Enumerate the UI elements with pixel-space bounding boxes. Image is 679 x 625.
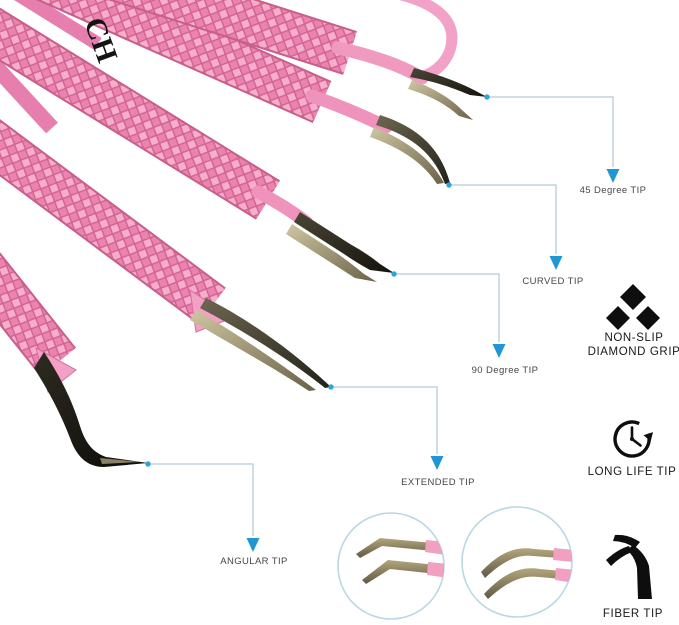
arrow-down-icon bbox=[549, 256, 563, 270]
clock-icon bbox=[613, 420, 653, 458]
callout-label-45-degree: 45 Degree TIP bbox=[579, 185, 647, 196]
feature-label-fiber-tip: FIBER TIP bbox=[602, 608, 664, 620]
tip-dot-extended bbox=[328, 384, 334, 390]
callout-line-angular bbox=[148, 463, 254, 536]
callout-arrows bbox=[246, 169, 620, 552]
callout-dots bbox=[145, 94, 490, 467]
callout-line-extended bbox=[331, 386, 438, 454]
tweezer-angular bbox=[0, 252, 148, 467]
arrow-down-icon bbox=[606, 169, 620, 183]
diamond-grip-icon bbox=[606, 284, 660, 330]
inset-right-curved-tips bbox=[461, 506, 573, 618]
tweezers-group: CH bbox=[0, 0, 487, 467]
tip-dot-45-degree bbox=[484, 94, 490, 100]
callout-label-angular: ANGULAR TIP bbox=[220, 556, 288, 567]
tweezer-90-degree bbox=[0, 7, 394, 282]
tip-dot-curved bbox=[446, 182, 452, 188]
callout-label-curved: CURVED TIP bbox=[522, 276, 584, 287]
arrow-down-icon bbox=[430, 456, 444, 470]
arrow-down-icon bbox=[246, 538, 260, 552]
arrow-down-icon bbox=[492, 344, 506, 358]
callout-label-90-degree: 90 Degree TIP bbox=[471, 365, 539, 376]
callout-line-45-degree bbox=[487, 96, 614, 167]
callout-label-extended: EXTENDED TIP bbox=[401, 477, 475, 488]
tweezer-curved: CH bbox=[35, 0, 450, 184]
feature-label-non-slip: NON-SLIP bbox=[604, 332, 664, 344]
callout-line-curved bbox=[449, 184, 557, 254]
callout-lines bbox=[148, 96, 614, 536]
callout-line-90-degree bbox=[394, 273, 500, 342]
fiber-tip-icon bbox=[606, 534, 652, 599]
inset-left-angled-tips bbox=[337, 512, 445, 620]
tip-dot-angular bbox=[145, 461, 151, 467]
tweezer-partial-arms bbox=[0, 0, 102, 134]
tweezer-45-degree bbox=[107, 0, 487, 120]
tweezer-extended bbox=[0, 119, 331, 391]
feature-label-diamond-grip: DIAMOND GRIP bbox=[587, 346, 679, 358]
tip-dot-90-degree bbox=[391, 271, 397, 277]
feature-label-long-life-tip: LONG LIFE TIP bbox=[587, 466, 677, 478]
